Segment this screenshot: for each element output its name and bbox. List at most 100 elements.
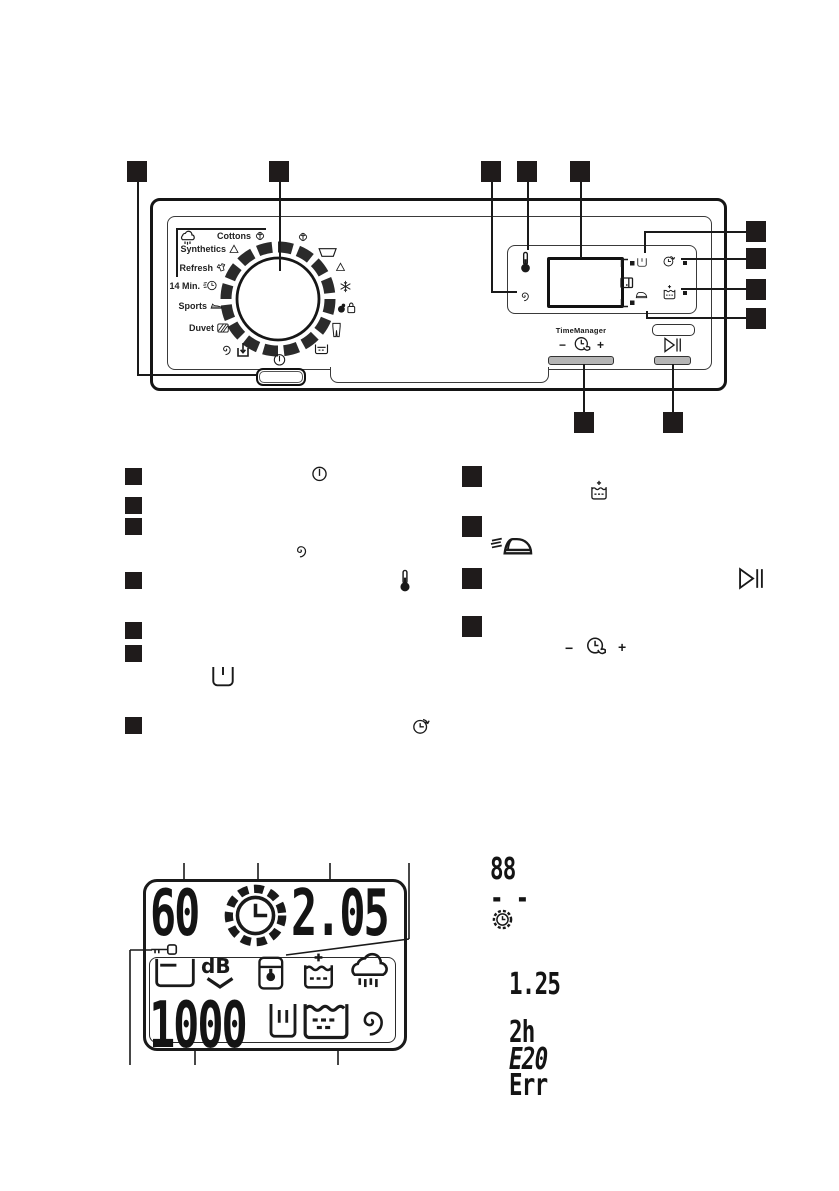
lock-icon xyxy=(257,956,284,991)
power-icon xyxy=(273,354,286,366)
rinse-hold-icon xyxy=(637,257,647,267)
program-refresh-label: Refresh xyxy=(179,262,213,273)
program-duvet: Duvet xyxy=(150,321,230,335)
extra-rinse-icon xyxy=(663,284,676,300)
callout-line xyxy=(527,182,529,250)
time-manager-button xyxy=(548,356,614,365)
callout-line xyxy=(580,182,582,258)
spin-icon xyxy=(296,546,307,558)
program-synthetics-label: Synthetics xyxy=(180,244,226,254)
program-refresh: Refresh xyxy=(150,261,228,274)
callout-line xyxy=(491,291,517,293)
power-icon xyxy=(312,466,327,482)
spin-icon xyxy=(521,292,529,302)
callout-square xyxy=(570,161,590,182)
callout-square xyxy=(746,308,766,329)
spin-speed-value: 1000 xyxy=(149,989,248,1063)
time-manager-label: TimeManager xyxy=(555,326,607,335)
legend-item-square xyxy=(125,572,142,589)
error-example: Err xyxy=(509,1068,548,1103)
callout-line xyxy=(672,364,674,412)
callout-line xyxy=(644,231,746,233)
clock-dial-icon xyxy=(225,885,286,946)
legend-item-square xyxy=(125,497,142,514)
legend-item-square xyxy=(125,622,142,639)
callout-square xyxy=(574,412,594,433)
delay-indicator-dot xyxy=(683,261,687,265)
weight-example: 1.25 xyxy=(509,967,561,1002)
digits-example: 88 xyxy=(490,852,516,887)
callout-square xyxy=(663,412,683,433)
minus-icon: − xyxy=(565,640,574,656)
display-window xyxy=(547,257,624,308)
program-sports: Sports xyxy=(140,299,224,312)
option-button xyxy=(652,324,695,336)
time-manager-clock-icon xyxy=(574,337,591,351)
display-bracket xyxy=(620,258,635,308)
plus-icon: + xyxy=(597,338,605,352)
steam-group-bracket-top xyxy=(176,228,266,230)
legend-item-square xyxy=(462,616,482,637)
program-cottons-label: Cottons xyxy=(217,231,251,241)
callout-line xyxy=(681,258,746,260)
play-pause-icon xyxy=(664,337,681,353)
minus-icon: − xyxy=(559,338,567,352)
drain-icon xyxy=(237,342,249,357)
legend-item-square xyxy=(462,516,482,537)
callout-line xyxy=(137,374,257,376)
callout-line xyxy=(279,182,281,271)
sports-shoe-icon xyxy=(210,303,223,309)
soak-tub-icon xyxy=(314,343,329,355)
legend-item-square xyxy=(125,645,142,662)
time-manager-clock-icon xyxy=(587,637,606,655)
extra-rinse-indicator-dot xyxy=(683,291,687,295)
legend-item-square xyxy=(462,466,482,487)
easy-iron-icon xyxy=(635,292,648,299)
callout-square xyxy=(269,161,289,182)
legend-item-square xyxy=(125,518,142,535)
callout-line xyxy=(491,182,493,292)
door-icon xyxy=(620,277,634,289)
water-in-tub-icon xyxy=(303,1002,349,1040)
callout-line xyxy=(583,364,585,412)
temperature-icon xyxy=(520,251,531,273)
temperature-value: 60 xyxy=(150,877,200,951)
callout-line xyxy=(137,182,139,375)
basket-icon xyxy=(318,248,337,257)
callout-line xyxy=(681,288,746,290)
steam-group-bracket-left xyxy=(176,228,178,277)
cotton-icon xyxy=(255,231,265,241)
legend-item-square xyxy=(462,568,482,589)
program-duvet-label: Duvet xyxy=(188,323,214,333)
display-callout-lines xyxy=(129,863,410,1065)
quick-clock-icon xyxy=(202,280,217,291)
steam-icon xyxy=(351,952,388,989)
temperature-icon xyxy=(400,569,410,592)
program-14min: 14 Min. xyxy=(133,279,218,292)
easy-iron-fast-icon xyxy=(489,537,533,555)
refresh-shirt-icon xyxy=(216,262,227,273)
stain-lock-icon xyxy=(337,302,356,314)
synthetics-triangle-icon xyxy=(229,244,239,253)
callout-square xyxy=(746,221,766,242)
sound-level-label: dB xyxy=(201,954,231,978)
error-code-example: E20 xyxy=(509,1042,548,1077)
delicates-triangle-icon xyxy=(336,262,345,271)
display-frame xyxy=(143,879,407,1051)
callout-line xyxy=(646,311,648,318)
rinse-hold-icon xyxy=(269,1002,297,1038)
program-synthetics: Synthetics xyxy=(162,243,240,255)
dashes-example: - - xyxy=(490,881,529,916)
extra-rinse-icon xyxy=(591,480,607,500)
duvet-icon xyxy=(217,323,229,333)
program-14min-label: 14 Min. xyxy=(169,280,200,291)
callout-square xyxy=(746,248,766,269)
tub-icon xyxy=(155,957,195,988)
clock-dial-small-icon xyxy=(492,909,513,930)
cotton-icon xyxy=(298,232,308,242)
time-value: 2.05 xyxy=(291,877,390,951)
program-dial xyxy=(220,241,336,357)
spin-icon xyxy=(223,345,231,356)
trousers-icon xyxy=(332,322,341,338)
delay-start-icon xyxy=(413,718,430,734)
